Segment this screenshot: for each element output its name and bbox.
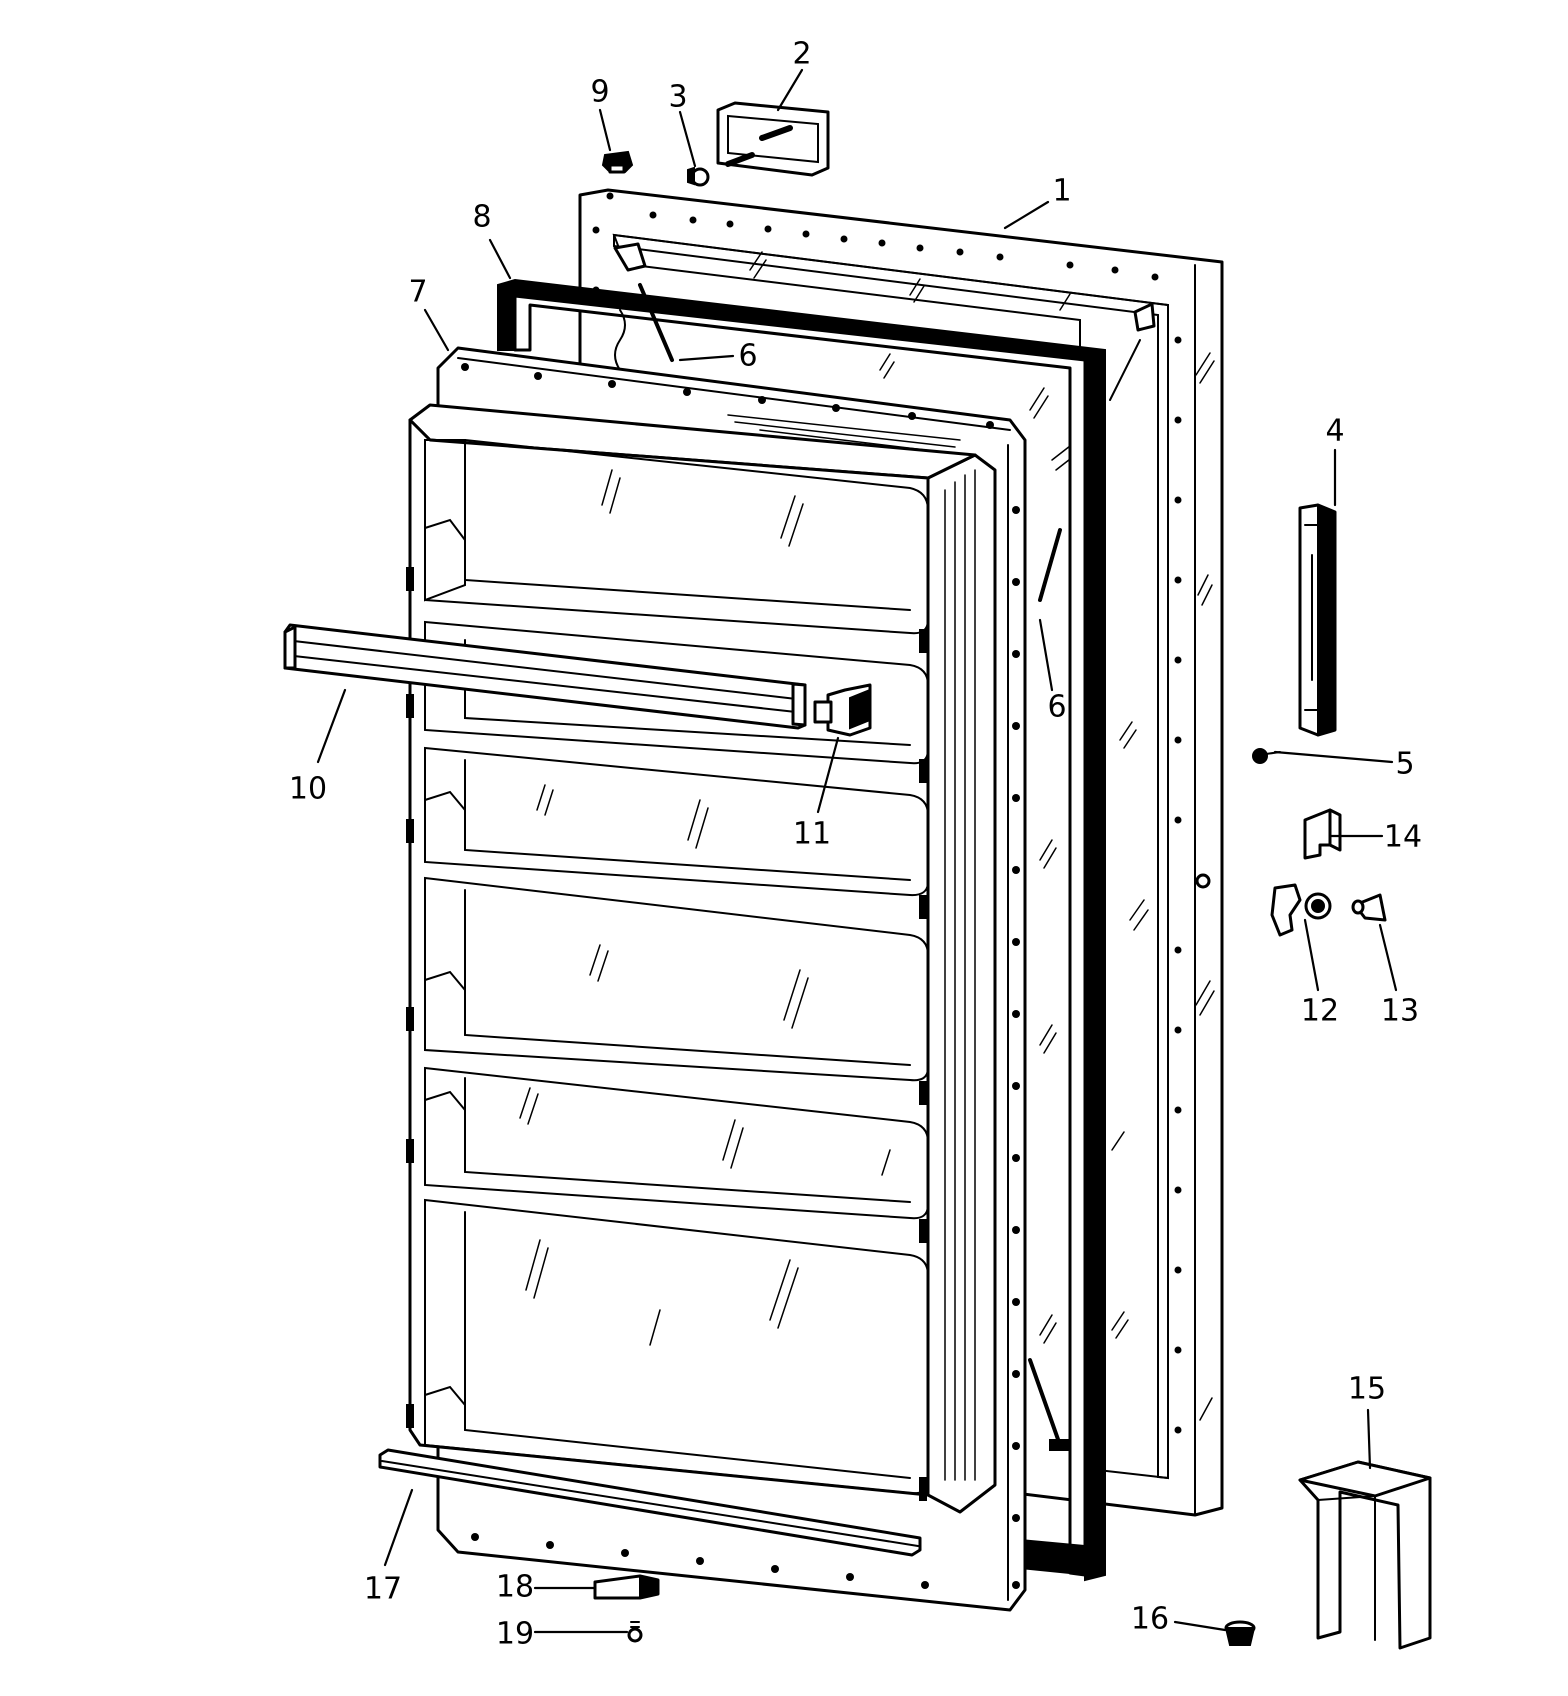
callout-4: 4 — [1325, 414, 1344, 449]
callout-6-side: 6 — [1047, 690, 1066, 725]
callout-14: 14 — [1384, 820, 1422, 855]
callout-10: 10 — [289, 772, 327, 807]
plug-button — [601, 150, 634, 174]
shelf-bar-end-cap — [813, 683, 872, 737]
callout-13: 13 — [1381, 994, 1419, 1029]
callout-7: 7 — [408, 275, 427, 310]
callout-15: 15 — [1348, 1372, 1386, 1407]
callout-9: 9 — [590, 75, 609, 110]
handle-screw — [1252, 748, 1281, 764]
shelf-compartment-3 — [424, 746, 929, 897]
name-plate — [716, 101, 830, 177]
callout-17: 17 — [364, 1572, 402, 1607]
callout-16: 16 — [1131, 1602, 1169, 1637]
shelf-compartment-6 — [424, 1198, 929, 1495]
shelf-compartment-5 — [424, 1066, 929, 1220]
callout-6-top: 6 — [738, 339, 757, 374]
callout-2: 2 — [792, 37, 811, 72]
strike-clip — [1303, 808, 1342, 860]
door-strap — [614, 283, 1069, 1451]
callout-12: 12 — [1301, 994, 1339, 1029]
callout-5: 5 — [1395, 747, 1414, 782]
callout-18: 18 — [496, 1570, 534, 1605]
hinge-cover — [1298, 1460, 1432, 1650]
door-gasket — [497, 278, 1106, 1582]
door-handle — [1298, 503, 1337, 737]
hinge-screw — [627, 1621, 643, 1643]
callout-11: 11 — [793, 817, 831, 852]
bumper — [1224, 1620, 1256, 1646]
callout-19: 19 — [496, 1617, 534, 1652]
leader-lines — [316, 68, 1398, 1634]
screw — [687, 166, 710, 187]
callout-3: 3 — [668, 80, 687, 115]
shelf-compartment-4 — [424, 876, 929, 1082]
shelf-compartment-1 — [424, 439, 929, 635]
latch-wedge — [1351, 893, 1387, 922]
callout-8: 8 — [472, 200, 491, 235]
callout-labels: 1 2 3 4 5 6 6 7 8 9 10 11 12 13 14 15 16… — [289, 37, 1422, 1652]
hinge-bracket — [593, 1574, 660, 1600]
latch — [1270, 883, 1332, 937]
callout-1: 1 — [1052, 174, 1071, 209]
inner-door-liner — [406, 346, 1027, 1612]
bottom-shelf-bar — [378, 1448, 922, 1557]
shelf-bar — [283, 623, 807, 730]
